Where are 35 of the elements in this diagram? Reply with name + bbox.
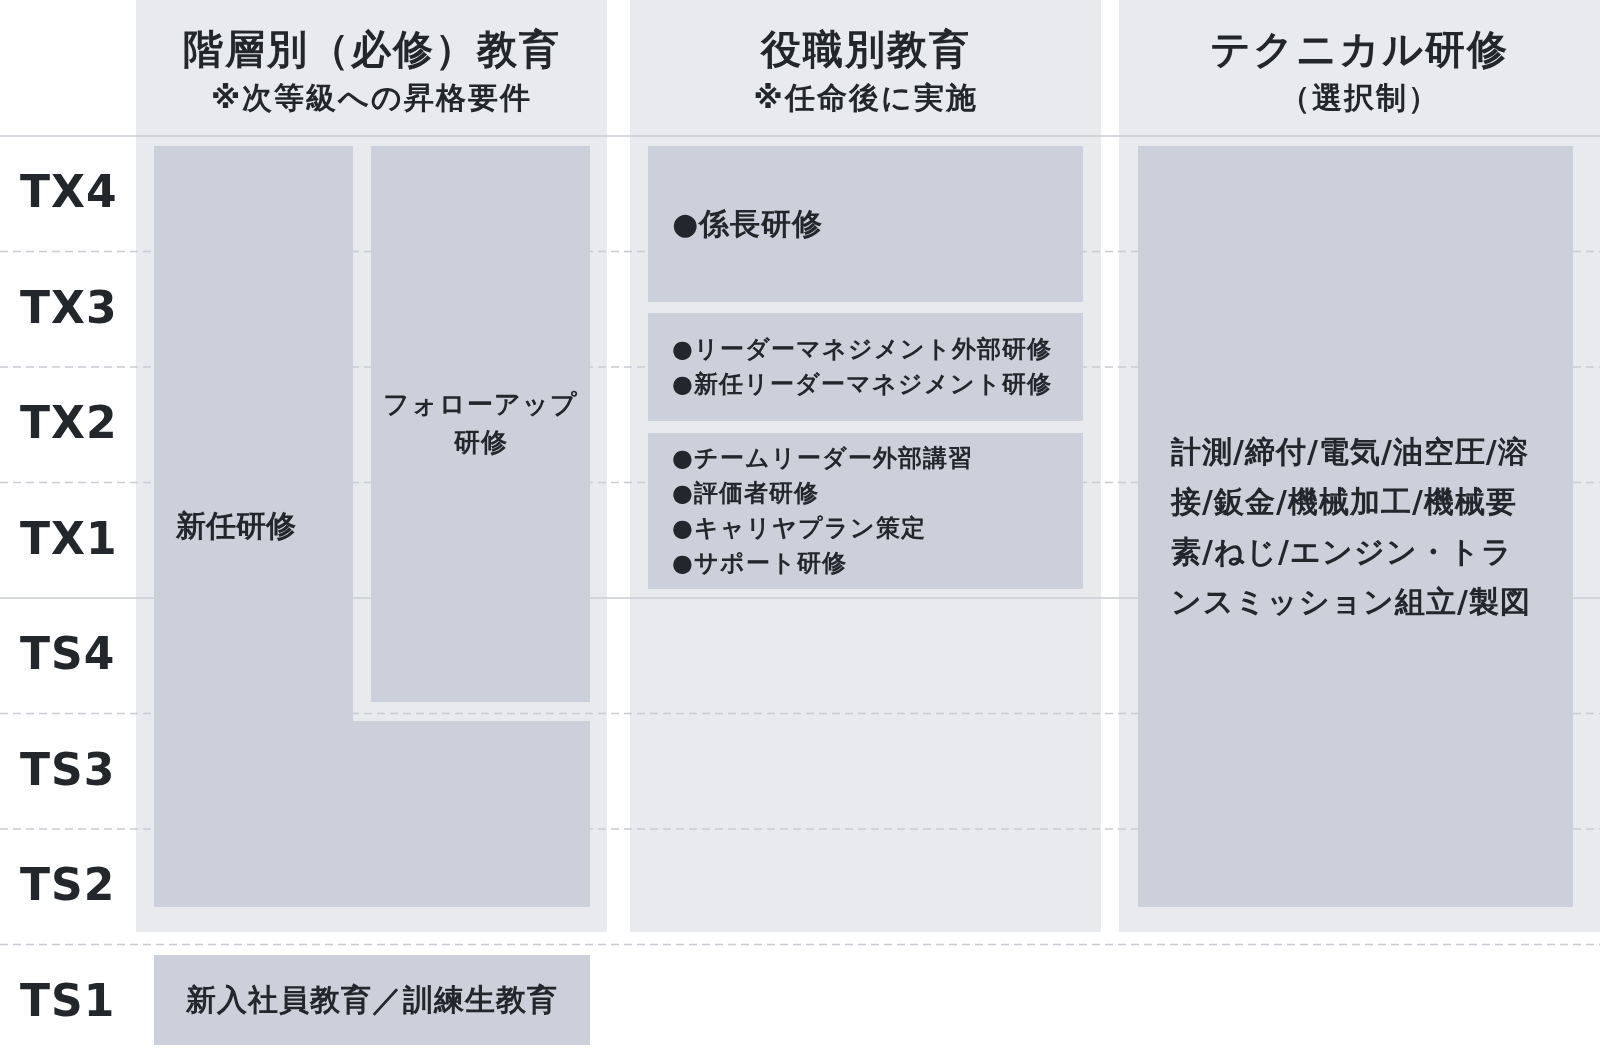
course-label: ●チームリーダー外部講習 (672, 443, 973, 475)
column-subheading: ※次等級への昇格要件 (209, 79, 534, 117)
grade-label: TX1 (20, 512, 118, 564)
course-label: ●係長研修 (672, 205, 824, 244)
course-box (154, 955, 590, 1045)
course-box (1138, 146, 1573, 907)
course-label: 新入社員教育／訓練生教育 (186, 981, 558, 1020)
grade-label: TX2 (20, 397, 118, 448)
course-label: ●キャリヤプラン策定 (672, 513, 926, 544)
course-box (648, 313, 1083, 421)
column-panel (1119, 0, 1600, 932)
column-heading: 役職別教育 (759, 25, 972, 74)
course-box (371, 146, 590, 702)
grade-label: TX4 (20, 166, 118, 217)
column-heading: 階層別（必修）教育 (181, 25, 562, 74)
grade-label: TS2 (20, 859, 116, 910)
column-heading: テクニカル研修 (1209, 25, 1510, 74)
grade-label: TS1 (20, 974, 116, 1026)
course-label: ●リーダーマネジメント外部研修 (672, 334, 1052, 366)
course-label: 計測/締付/電気/油空圧/溶接/鈑金/機械加工/機械要素/ねじ/エンジン・トランスミッション組立/製図 (1171, 432, 1532, 621)
course-label: ●評価者研修 (672, 478, 819, 510)
course-box (648, 146, 1083, 302)
course-label: ●サポート研修 (672, 547, 847, 579)
course-label: 新任研修 (176, 507, 296, 545)
grade-label: TS4 (20, 628, 116, 679)
course-box (154, 146, 590, 907)
course-box (648, 433, 1083, 589)
column-panel (630, 0, 1101, 932)
course-label: ●新任リーダーマネジメント研修 (672, 369, 1052, 400)
course-label: フォローアップ研修 (382, 388, 579, 459)
grade-label: TX3 (20, 281, 118, 333)
column-subheading: （選択制） (1278, 79, 1441, 117)
column-panel (136, 0, 607, 932)
column-subheading: ※任命後に実施 (752, 79, 979, 117)
grade-label: TS3 (20, 743, 116, 795)
